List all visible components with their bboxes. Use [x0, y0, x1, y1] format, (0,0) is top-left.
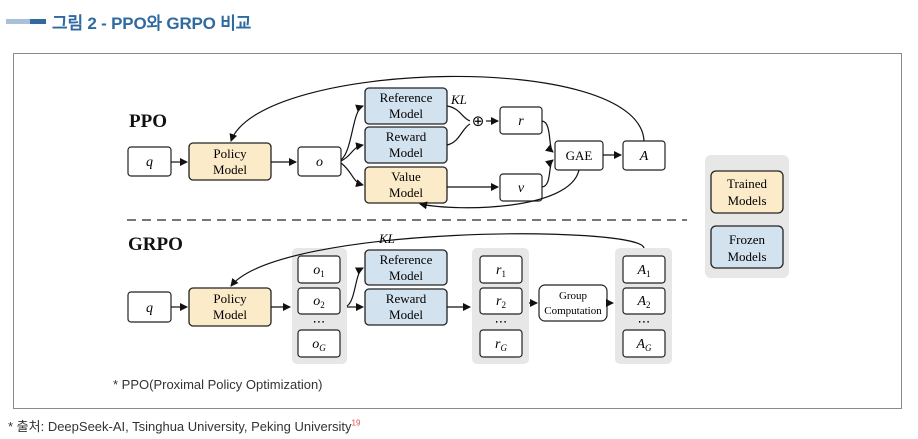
svg-text:Model: Model — [213, 162, 247, 177]
svg-text:r1: r1 — [496, 263, 506, 279]
source-note: * 출처: DeepSeek-AI, Tsinghua University, … — [8, 416, 360, 435]
svg-text:Group: Group — [559, 290, 588, 302]
svg-text:o2: o2 — [313, 294, 325, 310]
grpo-advantage-aG: AG — [622, 329, 666, 358]
ppo-reference-model: Reference Model — [364, 87, 448, 125]
svg-text:A: A — [639, 149, 649, 164]
svg-text:GAE: GAE — [566, 148, 593, 163]
source-reference: 19 — [351, 418, 361, 428]
ppo-reward-model: Reward Model — [364, 126, 448, 164]
grpo-advantage-ellipsis: ⋯ — [638, 315, 651, 330]
grpo-output-ellipsis: ⋯ — [313, 315, 326, 330]
svg-text:Model: Model — [389, 185, 423, 200]
svg-text:q: q — [146, 155, 153, 170]
figure-title: 그림 2 - PPO와 GRPO 비교 — [52, 13, 252, 33]
svg-text:Model: Model — [389, 268, 423, 283]
svg-text:Trained: Trained — [727, 176, 767, 191]
svg-text:q: q — [146, 301, 153, 316]
ppo-policy-model: Policy Model — [188, 142, 272, 181]
ppo-kl-label: KL — [450, 92, 467, 107]
svg-text:Models: Models — [728, 193, 767, 208]
grpo-reference-model: Reference Model — [364, 249, 448, 286]
svg-text:Model: Model — [389, 145, 423, 160]
grpo-arrows — [171, 233, 645, 311]
svg-text:Models: Models — [728, 249, 767, 264]
svg-text:o1: o1 — [313, 263, 325, 279]
grpo-output-o2: o2 — [297, 287, 341, 315]
svg-text:Reward: Reward — [386, 129, 427, 144]
ppo-oplus-icon: ⊕ — [472, 112, 485, 130]
svg-text:A1: A1 — [636, 263, 650, 279]
ppo-value-model: Value Model — [364, 166, 448, 204]
svg-text:Reference: Reference — [380, 90, 433, 105]
svg-text:oG: oG — [312, 337, 326, 353]
grpo-reward-r2: r2 — [479, 287, 523, 315]
svg-text:Value: Value — [391, 169, 421, 184]
ppo-output-node: o — [297, 146, 342, 177]
svg-text:r2: r2 — [496, 294, 506, 310]
svg-text:Policy: Policy — [213, 146, 247, 161]
source-text: * 출처: DeepSeek-AI, Tsinghua University, … — [8, 419, 352, 434]
grpo-output-o1: o1 — [297, 255, 341, 284]
svg-text:Frozen: Frozen — [729, 232, 766, 247]
ppo-advantage-node: A — [622, 140, 666, 171]
grpo-advantage-a1: A1 — [622, 255, 666, 284]
svg-text:r: r — [518, 114, 524, 129]
grpo-reward-rG: rG — [479, 329, 523, 358]
svg-text:Computation: Computation — [544, 305, 602, 317]
svg-text:AG: AG — [635, 337, 652, 353]
grpo-reward-model: Reward Model — [364, 288, 448, 326]
svg-text:Policy: Policy — [213, 291, 247, 306]
svg-text:rG: rG — [495, 337, 507, 353]
ppo-title: PPO — [129, 111, 167, 132]
ppo-q-node: q — [127, 146, 172, 177]
svg-text:Model: Model — [213, 307, 247, 322]
grpo-policy-model: Policy Model — [188, 287, 272, 327]
grpo-kl-label: KL — [378, 231, 395, 246]
svg-text:Reward: Reward — [386, 291, 427, 306]
grpo-title: GRPO — [128, 234, 183, 255]
ppo-r-node: r — [499, 106, 543, 135]
ppo-arrows — [171, 75, 645, 210]
svg-text:A2: A2 — [636, 294, 650, 310]
header-bar-icon — [6, 18, 30, 24]
svg-text:Model: Model — [389, 106, 423, 121]
legend-frozen-models: Frozen Models — [710, 225, 784, 269]
svg-text:Model: Model — [389, 307, 423, 322]
grpo-reward-ellipsis: ⋯ — [495, 315, 508, 330]
legend-trained-models: Trained Models — [710, 170, 784, 214]
ppo-v-node: v — [499, 173, 543, 202]
svg-text:Reference: Reference — [380, 252, 433, 267]
grpo-group-computation: Group Computation — [538, 284, 608, 322]
svg-text:v: v — [518, 181, 525, 196]
grpo-advantage-a2: A2 — [622, 287, 666, 315]
figure-header: 그림 2 - PPO와 GRPO 비교 — [6, 8, 251, 34]
svg-text:o: o — [316, 155, 323, 170]
grpo-q-node: q — [127, 291, 172, 323]
grpo-reward-r1: r1 — [479, 255, 523, 284]
footnote: * PPO(Proximal Policy Optimization) — [113, 377, 323, 392]
ppo-gae-node: GAE — [554, 140, 604, 171]
header-accent-icon — [30, 18, 46, 24]
grpo-output-oG: oG — [297, 329, 341, 358]
